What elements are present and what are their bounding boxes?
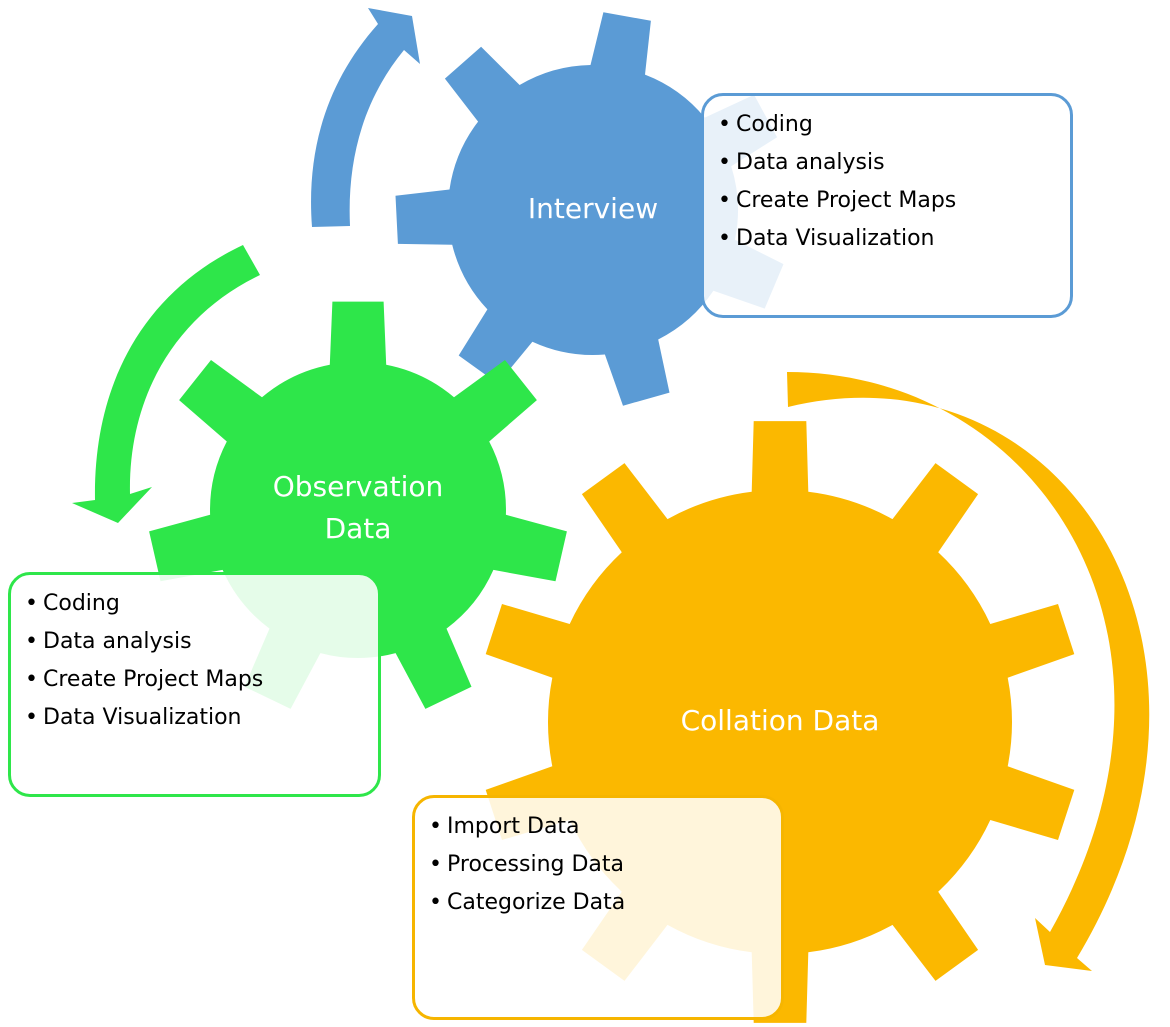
observation-task-item: Data analysis [25, 623, 364, 661]
interview-task-item: Coding [718, 106, 1056, 144]
interview-cycle-arrow [311, 8, 420, 227]
interview-task-item: Create Project Maps [718, 182, 1056, 220]
interview-tasks-box: Coding Data analysis Create Project Maps… [701, 93, 1073, 318]
observation-task-list: Coding Data analysis Create Project Maps… [25, 585, 364, 737]
interview-gear-label: Interview [528, 192, 658, 225]
interview-task-list: Coding Data analysis Create Project Maps… [718, 106, 1056, 258]
observation-gear-label-line2: Data [325, 512, 392, 545]
observation-task-item: Data Visualization [25, 699, 364, 737]
interview-gear [395, 12, 784, 406]
observation-gear-label-line1: Observation [273, 470, 444, 503]
observation-task-item: Create Project Maps [25, 661, 364, 699]
collation-task-list: Import Data Processing Data Categorize D… [429, 808, 767, 922]
collation-task-item: Processing Data [429, 846, 767, 884]
collation-tasks-box: Import Data Processing Data Categorize D… [412, 795, 784, 1020]
interview-task-item: Data Visualization [718, 220, 1056, 258]
collation-task-item: Import Data [429, 808, 767, 846]
observation-tasks-box: Coding Data analysis Create Project Maps… [8, 572, 381, 797]
interview-task-item: Data analysis [718, 144, 1056, 182]
collation-gear-label: Collation Data [681, 704, 880, 737]
observation-task-item: Coding [25, 585, 364, 623]
observation-cycle-arrow [72, 245, 260, 523]
collation-task-item: Categorize Data [429, 884, 767, 922]
